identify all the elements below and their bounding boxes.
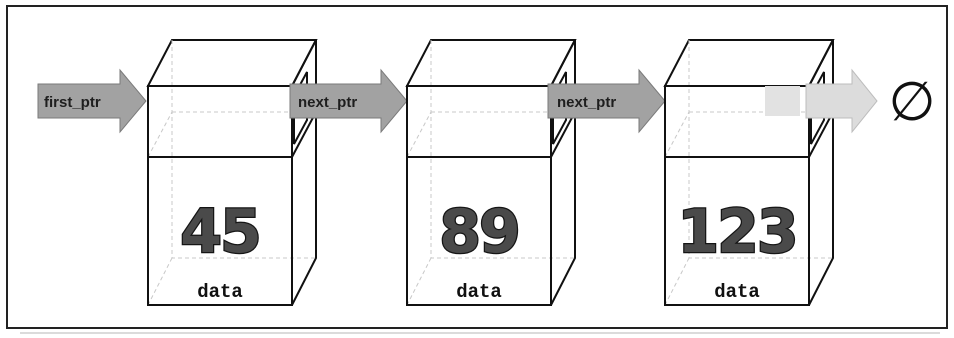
node-value: 45 xyxy=(180,197,260,267)
null-terminator-icon: ∅ xyxy=(888,70,935,133)
next-ptr-arrow: next_ptr xyxy=(547,68,666,134)
next-ptr-label: next_ptr xyxy=(557,94,616,111)
first-ptr-label: first_ptr xyxy=(44,94,101,111)
node-data-label: data xyxy=(197,281,243,303)
node-value: 123 xyxy=(677,197,796,267)
list-node: 89 data xyxy=(405,39,577,306)
next-ptr-arrow: next_ptr xyxy=(289,68,408,134)
diagram-frame xyxy=(6,5,948,329)
first-ptr-arrow: first_ptr xyxy=(37,68,147,134)
list-node: 123 data xyxy=(663,39,835,306)
node-data-label: data xyxy=(714,281,760,303)
node-value: 89 xyxy=(439,197,519,267)
list-node: 45 data xyxy=(146,39,318,306)
next-ptr-label: next_ptr xyxy=(298,94,357,111)
null-ptr-arrow xyxy=(805,68,878,134)
node-data-label: data xyxy=(456,281,502,303)
